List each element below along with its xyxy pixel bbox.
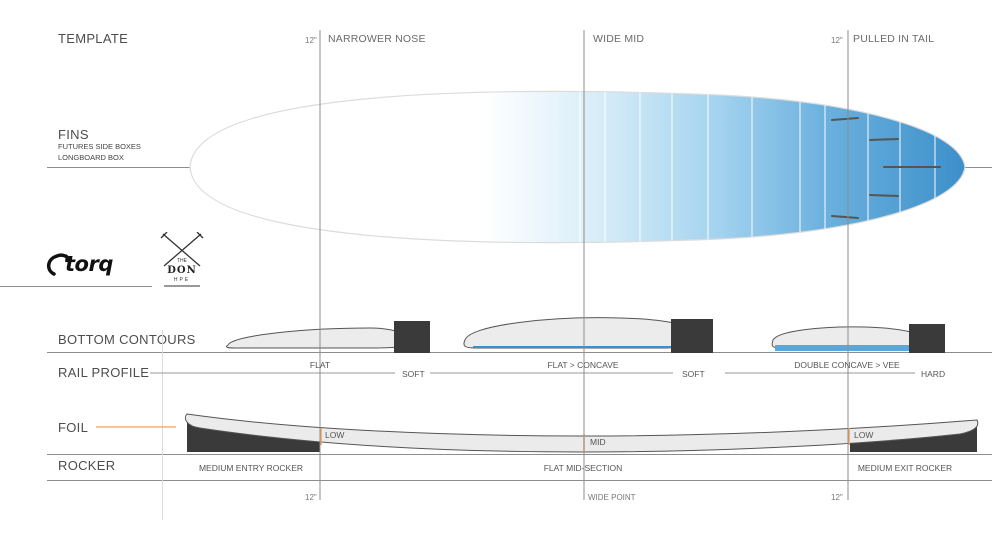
nose-measure-bottom: 12" xyxy=(305,493,317,502)
rail-mid-label: SOFT xyxy=(682,369,705,379)
fins-detail-side-boxes: FUTURES SIDE BOXES xyxy=(58,142,141,151)
tail-rail-box xyxy=(909,324,945,353)
rocker-bottom-rule xyxy=(47,480,992,481)
the-don-logo: THE DON HPE xyxy=(158,232,206,290)
label-pulled-in-tail: PULLED IN TAIL xyxy=(853,33,935,45)
the-don-the: THE xyxy=(177,258,187,264)
foil-nose-label: LOW xyxy=(325,430,345,440)
contour-nose-label: FLAT xyxy=(309,360,331,370)
wide-point-label: WIDE POINT xyxy=(588,493,636,502)
section-rail-profile: RAIL PROFILE xyxy=(58,365,150,380)
torq-swirl-icon xyxy=(47,253,72,276)
the-don-sub: HPE xyxy=(173,277,191,283)
fin-marks xyxy=(831,117,941,219)
section-bottom-contours: BOTTOM CONTOURS xyxy=(58,332,196,347)
mid-rail-box xyxy=(671,319,713,353)
section-template: TEMPLATE xyxy=(58,31,129,46)
section-foil: FOIL xyxy=(58,420,89,435)
contour-tail-label: DOUBLE CONCAVE > VEE xyxy=(794,360,900,370)
torq-wordmark: torq xyxy=(65,252,113,276)
foil-tail-label: LOW xyxy=(854,430,874,440)
rocker-mid-label: FLAT MID-SECTION xyxy=(543,463,623,473)
section-fins: FINS xyxy=(58,127,89,142)
tail-measure-top: 12" xyxy=(831,36,843,45)
crossed-swords-icon xyxy=(160,232,204,287)
nose-measure-top: 12" xyxy=(305,36,317,45)
contours-baseline xyxy=(47,352,992,353)
rocker-nose-label: MEDIUM ENTRY ROCKER xyxy=(198,463,304,473)
bottom-contours xyxy=(226,317,926,351)
rail-nose-label: SOFT xyxy=(402,369,425,379)
reference-lines xyxy=(319,30,849,500)
tail-measure-bottom: 12" xyxy=(831,493,843,502)
foil-mid-label: MID xyxy=(590,437,606,447)
nose-rail-box xyxy=(394,321,430,353)
foil-profile xyxy=(96,413,979,453)
label-wide-mid: WIDE MID xyxy=(593,33,645,45)
rocker-top-rule xyxy=(47,454,992,455)
the-don-name: DON xyxy=(167,265,197,276)
rail-tail-label: HARD xyxy=(921,369,946,379)
surfboard-template xyxy=(189,90,966,244)
torq-logo: torq xyxy=(45,250,130,280)
contour-mid-label: FLAT > CONCAVE xyxy=(547,360,619,370)
logo-underline xyxy=(0,286,152,287)
fins-detail-longboard-box: LONGBOARD BOX xyxy=(58,153,124,162)
label-narrower-nose: NARROWER NOSE xyxy=(328,33,426,45)
rocker-tail-label: MEDIUM EXIT ROCKER xyxy=(857,463,953,473)
section-rocker: ROCKER xyxy=(58,458,116,473)
